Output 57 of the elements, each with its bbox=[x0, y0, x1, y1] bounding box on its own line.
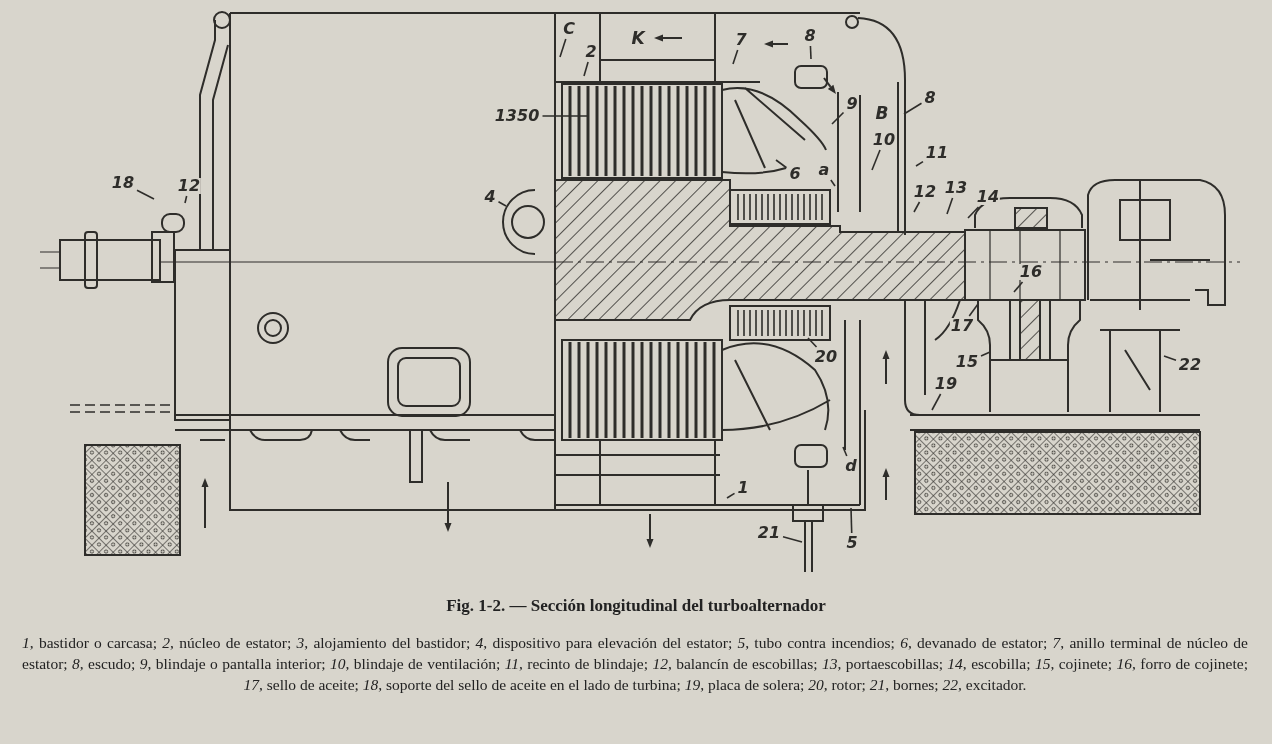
leader-line bbox=[913, 201, 921, 213]
callout-number: 19 bbox=[933, 376, 959, 392]
leader-line bbox=[1013, 281, 1024, 293]
leader-line bbox=[1163, 355, 1177, 361]
leader-line bbox=[968, 303, 979, 317]
leader-line bbox=[807, 337, 818, 348]
leader-line bbox=[967, 206, 980, 219]
leader-line bbox=[850, 507, 853, 534]
callout-number: 2 bbox=[584, 44, 598, 60]
callout-number: 5 bbox=[845, 535, 859, 551]
parts-key-text: 1, bastidor o carcasa; 2, núcleo de estator; 3, alojamiento del bastidor; 4, dispositivo para elevación del estator; 5, tubo contra incendios; 6, devanado de estator; 7, anillo terminal de núcleo de estator; 8, escudo; 9, blindaje o pantalla interior; 10, blindaje de ventilación; 11, recinto de blindaje; 12, balancín de escobillas; 13, portaescobillas; 14, escobilla; 15, cojinete; 16, forro de cojinete; 17, sello de aceite; 18, soporte del sello de aceite en el lado de turbina; 19, placa de solera; 20, rotor; 21, bornes; 22, excitador. bbox=[22, 633, 1248, 695]
leader-line bbox=[541, 115, 589, 117]
callout-number: 16 bbox=[1018, 264, 1044, 280]
zone-letter: B bbox=[875, 104, 889, 122]
leader-line bbox=[915, 160, 924, 167]
callout-number: 8 bbox=[803, 28, 817, 44]
callout-number: 15 bbox=[954, 354, 980, 370]
leader-line bbox=[726, 492, 736, 499]
leader-line bbox=[136, 189, 155, 200]
callout-number: 21 bbox=[756, 525, 782, 541]
leader-line bbox=[809, 45, 812, 60]
callout-number: 4 bbox=[483, 189, 497, 205]
leader-line bbox=[775, 159, 788, 169]
leader-line bbox=[946, 197, 954, 215]
callout-number: 13 bbox=[943, 180, 969, 196]
callout-number: 12 bbox=[912, 184, 938, 200]
figure-caption: Fig. 1-2. — Sección longitudinal del turboalternador bbox=[445, 596, 827, 616]
callout-number: 20 bbox=[813, 349, 839, 365]
leader-line bbox=[497, 201, 507, 207]
leader-line bbox=[903, 102, 923, 115]
leader-line bbox=[842, 446, 848, 457]
callout-number: 17 bbox=[949, 318, 975, 334]
callout-number: 10 bbox=[871, 132, 897, 148]
callout-number: 9 bbox=[845, 96, 859, 112]
callout-number: 1 bbox=[736, 480, 750, 496]
leader-line bbox=[830, 179, 836, 187]
callout-number: d bbox=[844, 458, 858, 474]
leader-line bbox=[931, 393, 942, 411]
leader-line bbox=[559, 38, 567, 58]
callout-number: 1350 bbox=[493, 108, 541, 124]
leader-line bbox=[583, 61, 589, 77]
zone-letter: K bbox=[631, 29, 645, 47]
callout-number: 14 bbox=[975, 189, 1001, 205]
callout-number: 22 bbox=[1177, 357, 1203, 373]
leader-line bbox=[732, 49, 739, 65]
callout-number: 12 bbox=[176, 178, 202, 194]
leader-line bbox=[980, 351, 991, 357]
callout-number: 18 bbox=[110, 175, 136, 191]
callout-number: C bbox=[562, 21, 576, 37]
callout-number: 7 bbox=[734, 32, 748, 48]
leader-line bbox=[782, 536, 803, 543]
leader-line bbox=[184, 195, 188, 204]
leader-line bbox=[831, 111, 845, 125]
callout-number: 8 bbox=[923, 90, 937, 106]
leader-line bbox=[871, 149, 881, 171]
callout-number: 6 bbox=[788, 166, 802, 182]
callout-number: 11 bbox=[924, 145, 950, 161]
